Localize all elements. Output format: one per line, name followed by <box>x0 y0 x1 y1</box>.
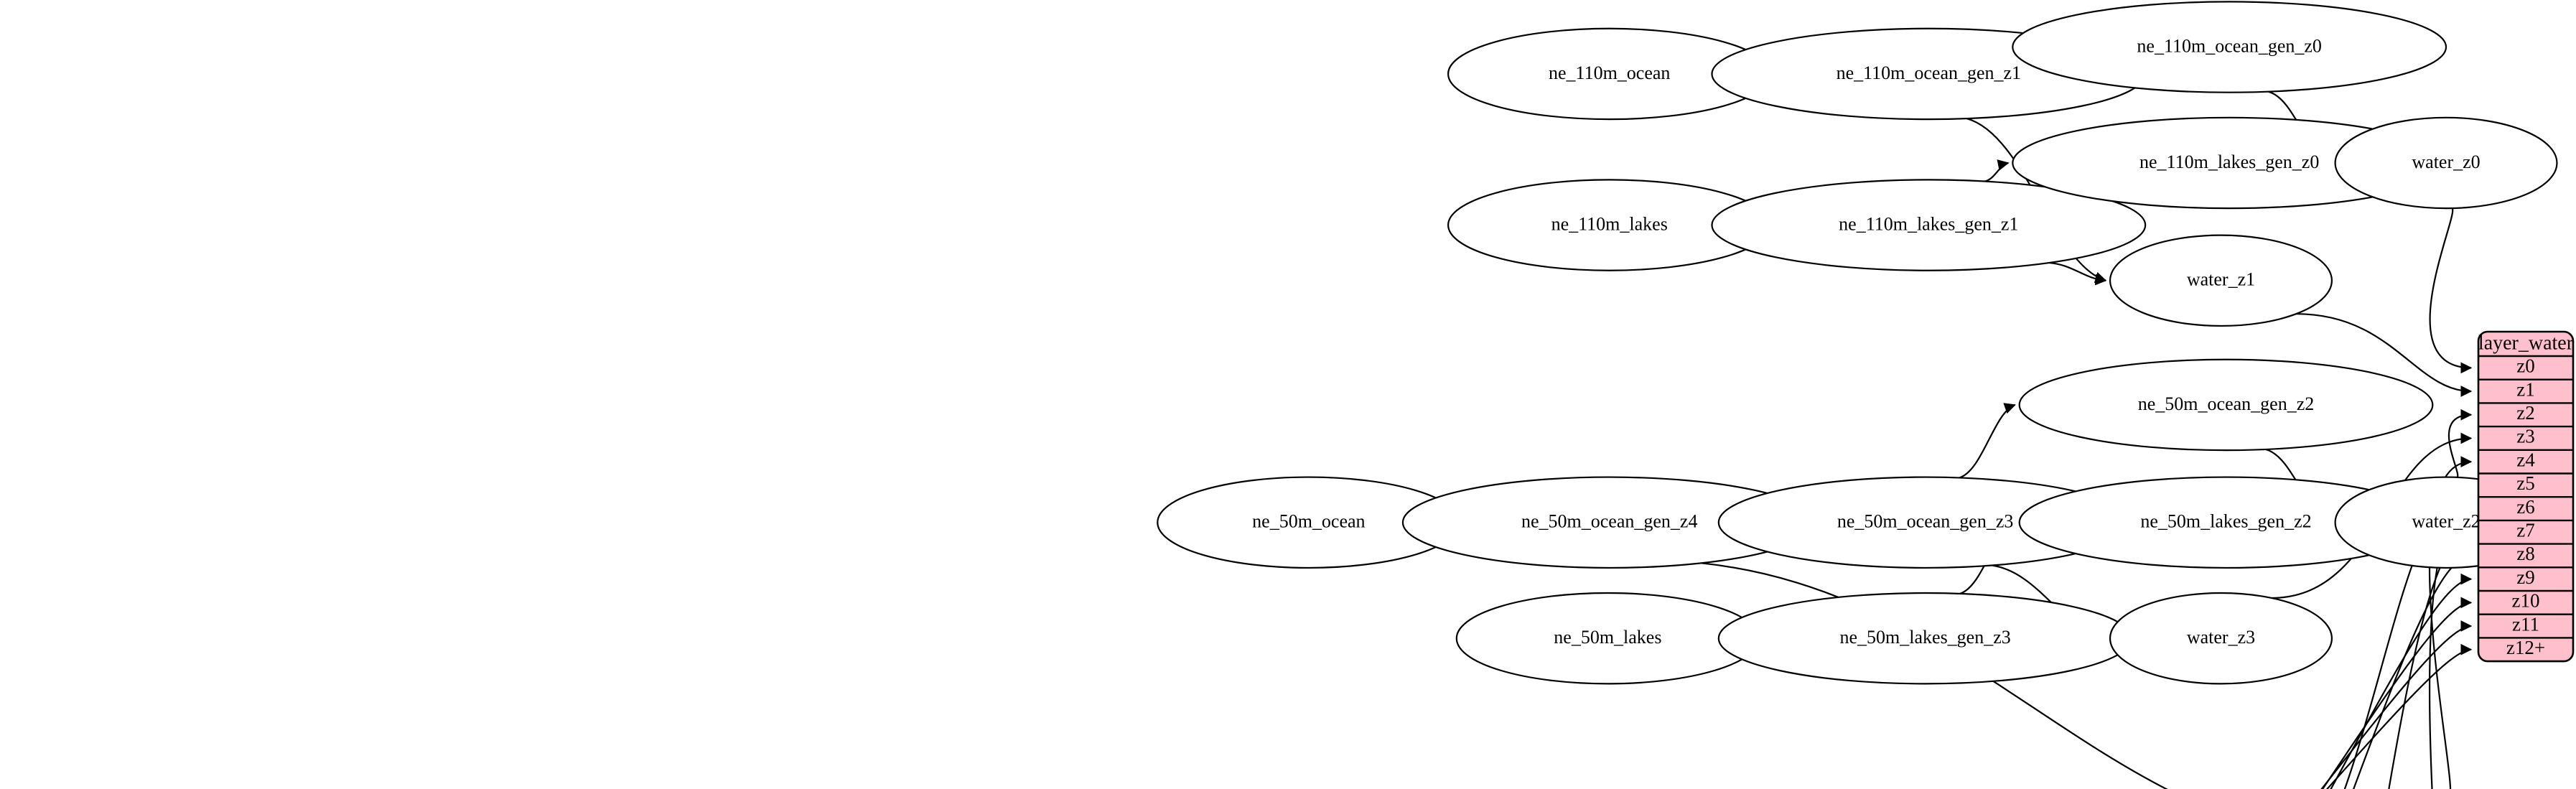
node-label: ne_50m_lakes <box>1554 627 1661 648</box>
layer-water-title: layer_water <box>2478 332 2574 354</box>
layer-water-row-z9[interactable]: z9 <box>2516 566 2534 588</box>
node-label: water_z1 <box>2187 269 2255 290</box>
edge-water_z12-to-layer_water-z12+ <box>2326 644 2473 789</box>
node-ellipse <box>2334 116 2558 210</box>
node-ne_50m_ocean[interactable]: ne_50m_ocean <box>1157 476 1461 569</box>
node-label: ne_110m_lakes_gen_z1 <box>1839 214 2018 235</box>
layer-water-row-z8[interactable]: z8 <box>2516 543 2534 564</box>
node-label: water_z3 <box>2187 627 2255 648</box>
node-ellipse <box>2109 592 2333 685</box>
edge-ne_50m_ocean_gen_z3-to-ne_50m_ocean_gen_z2 <box>1959 403 2016 479</box>
node-label: ne_50m_ocean <box>1252 511 1365 532</box>
edge-water_z9-to-layer_water-z9 <box>2330 573 2473 789</box>
node-label: water_z2 <box>2412 511 2480 532</box>
node-ellipse <box>2012 1 2447 93</box>
node-label: ne_50m_ocean_gen_z3 <box>1837 511 2013 532</box>
node-ellipse <box>2109 234 2333 327</box>
node-label: ne_110m_ocean <box>1549 62 1670 83</box>
node-ne_50m_ocean_gen_z4[interactable]: ne_50m_ocean_gen_z4 <box>1401 476 1817 569</box>
layer-water-table: layer_waterz0z1z2z3z4z5z6z7z8z9z10z11z12… <box>2477 330 2575 663</box>
node-water_z3[interactable]: water_z3 <box>2109 592 2333 685</box>
node-ne_50m_ocean_gen_z2[interactable]: ne_50m_ocean_gen_z2 <box>2018 358 2434 452</box>
node-ne_50m_lakes_gen_z3[interactable]: ne_50m_lakes_gen_z3 <box>1717 592 2133 685</box>
node-label: ne_50m_ocean_gen_z2 <box>2138 393 2314 414</box>
edge-water_z7-to-layer_water-z7 <box>2388 526 2473 789</box>
node-ne_50m_lakes[interactable]: ne_50m_lakes <box>1455 592 1760 685</box>
node-ne_110m_lakes[interactable]: ne_110m_lakes <box>1447 179 1772 271</box>
node-ellipse <box>1711 179 2147 271</box>
layer-water-row-z10[interactable]: z10 <box>2512 590 2540 612</box>
edge-water_z2-to-layer_water-z2 <box>2447 408 2473 478</box>
layer-water-row-z1[interactable]: z1 <box>2516 378 2534 400</box>
node-ne_50m_ocean_gen_z3[interactable]: ne_50m_ocean_gen_z3 <box>1717 476 2133 569</box>
node-label: ne_110m_lakes <box>1551 214 1668 235</box>
layer-water-row-z2[interactable]: z2 <box>2516 402 2534 424</box>
node-label: ne_110m_lakes_gen_z0 <box>2139 151 2319 172</box>
node-ne_50m_lakes_gen_z2[interactable]: ne_50m_lakes_gen_z2 <box>2018 476 2434 569</box>
node-label: ne_50m_ocean_gen_z4 <box>1521 511 1697 532</box>
node-label: ne_110m_ocean_gen_z0 <box>2137 35 2322 56</box>
edge-water_z11-to-layer_water-z11 <box>2320 620 2473 789</box>
layer-water-row-z0[interactable]: z0 <box>2516 355 2534 377</box>
node-ne_110m_ocean_gen_z0[interactable]: ne_110m_ocean_gen_z0 <box>2012 1 2447 93</box>
edge-water_z10-to-layer_water-z10 <box>2321 597 2473 789</box>
edge-ne_50m_ocean_gen_z4-to-water_z4 <box>1701 562 2168 789</box>
node-water_z0[interactable]: water_z0 <box>2334 116 2558 210</box>
node-ellipse <box>2018 358 2434 452</box>
node-ne_110m_lakes_gen_z0[interactable]: ne_110m_lakes_gen_z0 <box>2012 116 2447 210</box>
layer-water-row-z11[interactable]: z11 <box>2512 613 2539 635</box>
node-ne_110m_lakes_gen_z1[interactable]: ne_110m_lakes_gen_z1 <box>1711 179 2147 271</box>
layer-water-row-z7[interactable]: z7 <box>2516 519 2534 541</box>
layer-water-row-z6[interactable]: z6 <box>2516 496 2534 518</box>
node-ne_110m_ocean[interactable]: ne_110m_ocean <box>1447 27 1772 121</box>
layer-water-row-z3[interactable]: z3 <box>2516 426 2534 447</box>
node-label: ne_50m_lakes_gen_z3 <box>1840 627 2011 648</box>
layer-water-row-z5[interactable]: z5 <box>2516 472 2534 494</box>
layer-water-row-z4[interactable]: z4 <box>2516 449 2535 470</box>
node-label: ne_50m_lakes_gen_z2 <box>2140 511 2311 532</box>
node-label: water_z0 <box>2412 151 2480 172</box>
edge-water_z8-to-layer_water-z8 <box>2353 550 2473 789</box>
edge-ne_110m_lakes_gen_z1-to-water_z1 <box>2049 261 2107 286</box>
node-water_z1[interactable]: water_z1 <box>2109 234 2333 327</box>
edge-water_z1-to-layer_water-z1 <box>2296 313 2473 397</box>
edge-ne_110m_lakes_gen_z1-to-ne_110m_lakes_gen_z0 <box>1984 159 2010 182</box>
layer-water-row-z12+[interactable]: z12+ <box>2506 637 2545 658</box>
node-label: ne_110m_ocean_gen_z1 <box>1837 62 2022 83</box>
edge-water_z0-to-layer_water-z0 <box>2429 207 2473 374</box>
